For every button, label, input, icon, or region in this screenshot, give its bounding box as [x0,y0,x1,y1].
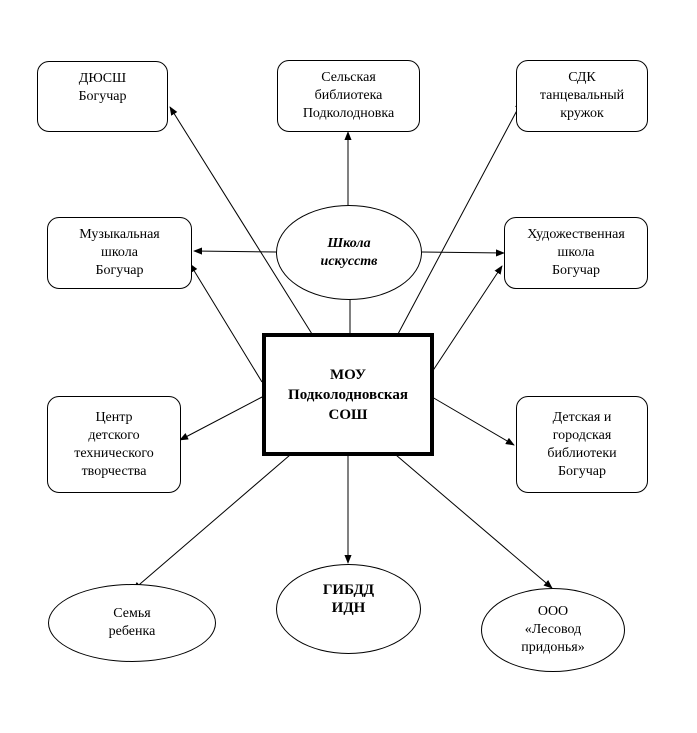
node-gibdd: ГИБДД ИДН [276,564,421,654]
arrow-to-sdk [397,100,523,335]
node-sdk: СДК танцевальный кружок [516,60,648,132]
node-fine-art-school-label: Художественная школа Богучар [527,227,625,278]
node-tech-center: Центр детского технического творчества [47,396,181,493]
arrow-art-to-music [193,247,277,255]
node-family-label: Семья ребенка [108,606,156,639]
node-ooo: ООО «Лесовод придонья» [481,588,625,672]
node-tech-center-label: Центр детского технического творчества [74,409,154,479]
node-music-school: Музыкальная школа Богучар [47,217,192,289]
arrow-to-music [189,263,263,383]
node-gibdd-label: ГИБДД ИДН [322,582,375,616]
node-sdk-label: СДК танцевальный кружок [539,70,625,121]
node-family: Семья ребенка [48,584,216,662]
node-dyussh: ДЮСШ Богучар [37,61,168,132]
arrow-to-family [132,454,291,591]
arrow-to-fine-art [431,265,503,373]
node-center-school: МОУ Подколодновская СОШ [262,333,434,456]
node-art-school: Школа искусств [276,205,422,300]
node-art-school-label: Школа искусств [320,235,378,269]
node-library-village: Сельская библиотека Подколодновка [277,60,420,132]
node-ooo-label: ООО «Лесовод придонья» [521,604,585,655]
arrow-to-tech-center [179,395,265,441]
node-fine-art-school: Художественная школа Богучар [504,217,648,289]
node-children-library-label: Детская и городская библиотеки Богучар [547,409,617,479]
arrow-to-ooo [395,454,553,589]
node-music-school-label: Музыкальная школа Богучар [79,227,160,278]
arrow-art-to-fine-art [421,249,505,257]
arrow-to-children-library [431,396,515,446]
arrow-to-dyussh [169,106,313,335]
node-children-library: Детская и городская библиотеки Богучар [516,396,648,493]
node-dyussh-label: ДЮСШ Богучар [78,71,127,104]
node-library-village-label: Сельская библиотека Подколодновка [302,70,395,121]
node-center-school-label: МОУ Подколодновская СОШ [288,366,408,423]
